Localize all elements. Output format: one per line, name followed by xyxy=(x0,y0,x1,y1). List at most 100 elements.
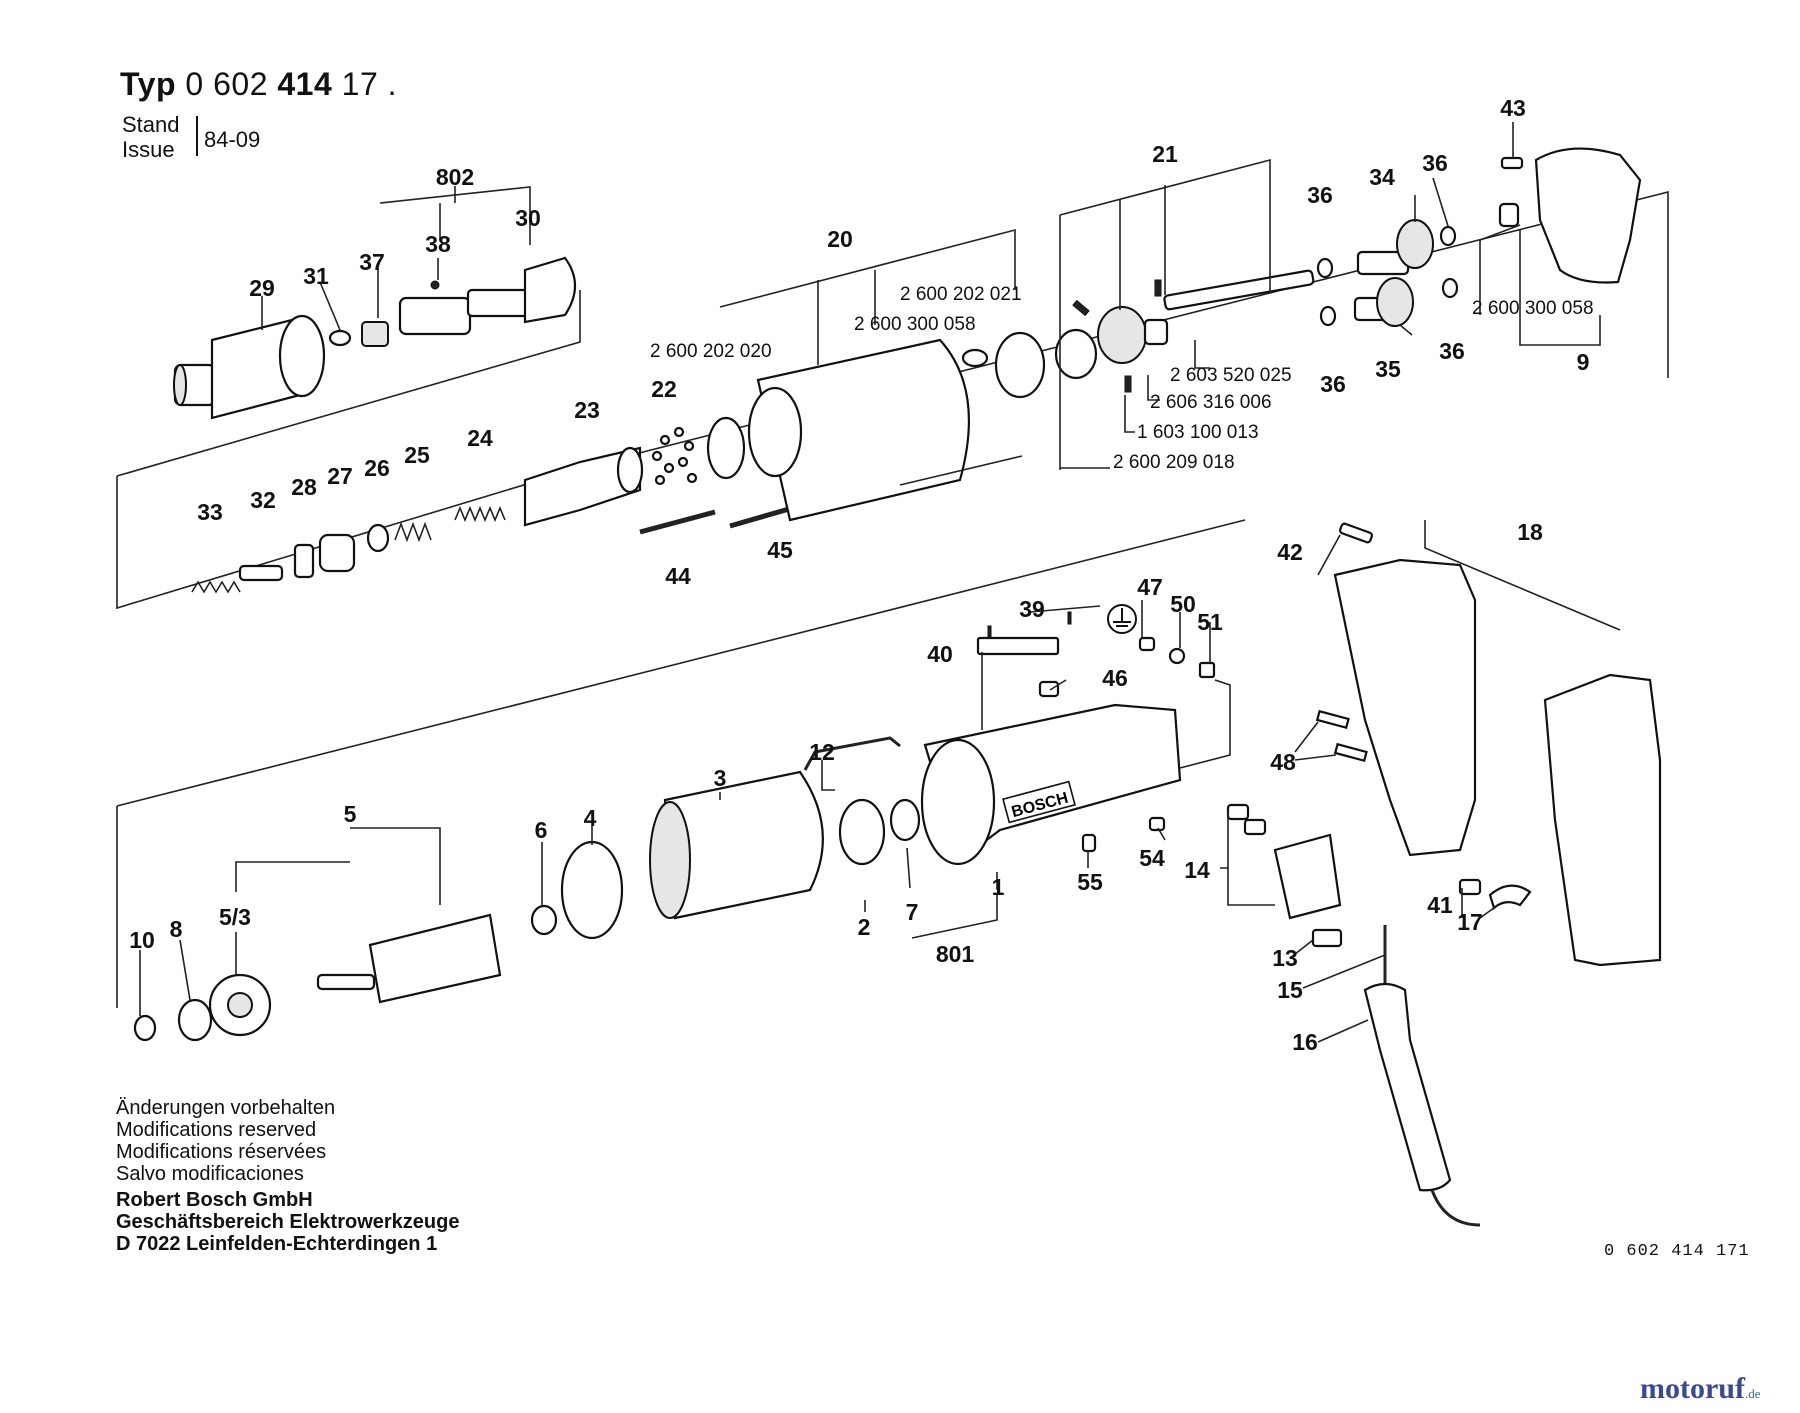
part-10-washer xyxy=(133,1014,157,1042)
callout-54: 54 xyxy=(1139,845,1165,871)
part-2603520025 xyxy=(1143,318,1169,346)
part-6-bearing xyxy=(530,904,558,936)
part-22-balls xyxy=(651,426,698,486)
motor-assembly: BOSCH xyxy=(133,611,1182,1042)
leader-lines xyxy=(139,122,1621,1043)
armature-shaft xyxy=(316,973,376,991)
footer-line-de: Änderungen vorbehalten xyxy=(116,1097,336,1119)
callout-27: 27 xyxy=(327,463,353,489)
part-43-screw xyxy=(1500,156,1524,170)
part-18-handle-cover xyxy=(1543,673,1662,967)
issue-date: 84-09 xyxy=(204,127,261,152)
part-27-bushing xyxy=(318,533,356,573)
pn-2603520025: 2 603 520 025 xyxy=(1170,365,1292,386)
callout-41: 41 xyxy=(1427,892,1453,918)
callout-801: 801 xyxy=(936,941,975,967)
part-48-screw-b xyxy=(1333,742,1368,763)
part-41-screw xyxy=(1458,878,1482,896)
callouts: 802 30 38 37 31 29 20 21 43 34 36 36 36 … xyxy=(129,95,1589,1055)
callout-5-3: 5/3 xyxy=(219,904,251,930)
part-50-washer xyxy=(1168,647,1186,665)
part-16-cable-sleeve xyxy=(1363,982,1452,1192)
type-label: Typ xyxy=(120,66,177,102)
callout-31: 31 xyxy=(303,263,329,289)
type-bold: 414 xyxy=(277,66,333,102)
part-21-shaft xyxy=(1163,269,1315,311)
callout-9: 9 xyxy=(1577,349,1590,375)
part-12-lead xyxy=(803,736,901,771)
motor-housing-front xyxy=(920,738,996,866)
footer-division: Geschäftsbereich Elektrowerkzeuge xyxy=(116,1211,460,1233)
gear-set-21 xyxy=(1054,269,1315,393)
footer-line-es: Salvo modificaciones xyxy=(116,1163,304,1185)
footer-line-fr: Modifications réservées xyxy=(116,1141,327,1163)
part-3-field-face xyxy=(649,801,691,919)
part-51-nut xyxy=(1198,661,1216,679)
callout-2: 2 xyxy=(858,914,871,940)
callout-4: 4 xyxy=(584,805,597,831)
part-14-screw-a xyxy=(1226,803,1250,821)
part-28-nut xyxy=(293,543,315,579)
part-40-rivet-b xyxy=(1067,611,1072,625)
part-25-spring xyxy=(394,521,432,543)
callout-47: 47 xyxy=(1137,574,1163,600)
callout-28: 28 xyxy=(291,474,317,500)
callout-25: 25 xyxy=(404,442,430,468)
stand-divider xyxy=(196,116,198,156)
part-2600202020-ring xyxy=(706,416,746,480)
callout-46: 46 xyxy=(1102,665,1128,691)
callout-12: 12 xyxy=(809,739,835,765)
callout-26: 26 xyxy=(364,455,390,481)
callout-36d: 36 xyxy=(1320,371,1346,397)
pn-2600209018: 2 600 209 018 xyxy=(1113,452,1235,473)
watermark-name: motoruf xyxy=(1640,1372,1745,1405)
pn-2600300058-a: 2 600 300 058 xyxy=(854,314,976,335)
document-number: 0 602 414 171 xyxy=(1604,1242,1750,1261)
part-36c-washer xyxy=(1319,305,1337,327)
callout-1: 1 xyxy=(992,874,1005,900)
part-number-labels: 2 600 202 021 2 600 300 058 2 600 202 02… xyxy=(650,284,1594,473)
callout-36a: 36 xyxy=(1422,150,1448,176)
part-55-screw xyxy=(1081,833,1097,853)
pn-1603100013: 1 603 100 013 xyxy=(1137,422,1259,443)
part-8-bearing xyxy=(177,998,213,1042)
spindle-shaft xyxy=(466,288,532,318)
handle-assembly xyxy=(1315,522,1662,967)
part-42-screw xyxy=(1338,522,1374,544)
callout-7: 7 xyxy=(906,899,919,925)
clutch-parts xyxy=(191,426,849,594)
part-17-clamp xyxy=(1488,884,1532,910)
callout-50: 50 xyxy=(1170,591,1196,617)
issue-label: Issue xyxy=(122,137,175,162)
part-33-spring xyxy=(191,580,241,594)
part-39-plate xyxy=(976,636,1060,656)
callout-32: 32 xyxy=(250,487,276,513)
callout-42: 42 xyxy=(1277,539,1303,565)
callout-51: 51 xyxy=(1197,609,1223,635)
callout-14: 14 xyxy=(1184,857,1210,883)
gear-cover-assembly xyxy=(1316,147,1642,327)
callout-10: 10 xyxy=(129,927,155,953)
part-47-screw xyxy=(1138,636,1156,652)
part-31-washer xyxy=(328,329,352,347)
stand-issue-labels: Stand Issue xyxy=(122,112,180,162)
part-4-baffle xyxy=(560,840,624,940)
callout-45: 45 xyxy=(767,537,793,563)
callout-34: 34 xyxy=(1369,164,1395,190)
spindle-front xyxy=(398,296,472,336)
chuck-nose-end xyxy=(173,364,187,406)
part-36d-washer xyxy=(1441,277,1459,299)
callout-44: 44 xyxy=(665,563,691,589)
callout-33: 33 xyxy=(197,499,223,525)
part-14-screw-b xyxy=(1243,818,1267,836)
part-24-spring xyxy=(454,505,506,523)
pin-c xyxy=(1124,375,1132,393)
part-2600202021-bearing xyxy=(994,331,1046,399)
gear-housing-assembly xyxy=(706,331,1046,522)
part-2600300058-bushing-b xyxy=(1498,202,1520,228)
part-48-screw-a xyxy=(1315,709,1350,730)
callout-18: 18 xyxy=(1517,519,1543,545)
callout-36b: 36 xyxy=(1307,182,1333,208)
pin-b xyxy=(1072,299,1090,317)
